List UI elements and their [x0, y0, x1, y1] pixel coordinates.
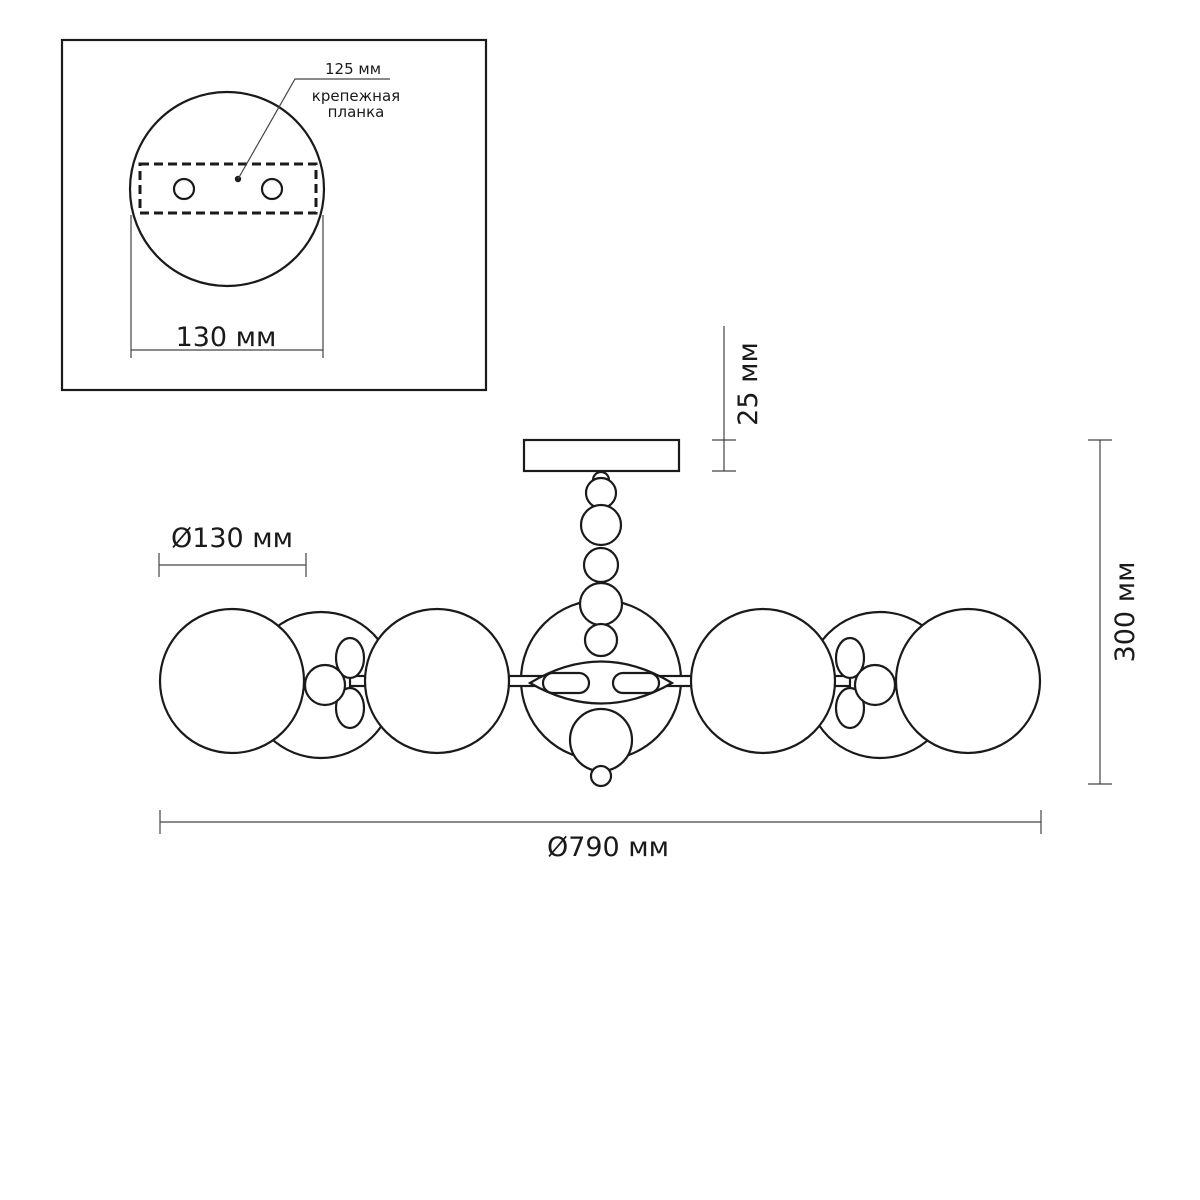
stem-bead	[582, 546, 620, 584]
hub-link-left	[541, 671, 591, 695]
shade-diameter-label: Ø130 мм	[171, 523, 293, 554]
stem-bead	[579, 503, 623, 547]
total-diameter-label: Ø790 мм	[547, 832, 669, 863]
front-sphere-3	[689, 607, 837, 755]
total-height-label: 300 мм	[1110, 562, 1141, 663]
stem-bead	[584, 476, 618, 510]
front-sphere-2	[363, 607, 511, 755]
canopy-height-label: 25 мм	[733, 342, 764, 426]
bracket-name-line1: крепежная	[312, 87, 400, 105]
stem-bead	[578, 581, 624, 627]
joint-petal-left	[334, 686, 366, 730]
joint-knob-right	[853, 663, 897, 707]
bracket-name-line2: планка	[328, 103, 385, 121]
bracket-width-label: 125 мм	[325, 60, 381, 78]
canopy-top-view-inset: 125 мм крепежная планка 130 мм	[60, 38, 488, 392]
joint-petal-left	[334, 636, 366, 680]
hub-link-right	[611, 671, 661, 695]
bracket-leader-line	[237, 78, 390, 180]
mounting-hole-right	[260, 177, 284, 201]
canopy-width-label: 130 мм	[176, 322, 277, 353]
canopy-side	[522, 438, 681, 473]
mounting-bracket-outline	[138, 162, 318, 215]
front-sphere-1	[158, 607, 306, 755]
canopy-circle	[128, 90, 326, 288]
lamp-side-view: 25 мм Ø1	[158, 326, 1141, 863]
joint-knob-left	[303, 663, 347, 707]
hub-bottom-sphere	[568, 707, 634, 773]
hub-bottom-finial	[589, 764, 613, 788]
joint-petal-right	[834, 636, 866, 680]
joint-petal-right	[834, 686, 866, 730]
stem-bead	[583, 622, 619, 658]
front-sphere-4	[894, 607, 1042, 755]
mounting-hole-left	[172, 177, 196, 201]
inset-frame	[60, 38, 488, 392]
